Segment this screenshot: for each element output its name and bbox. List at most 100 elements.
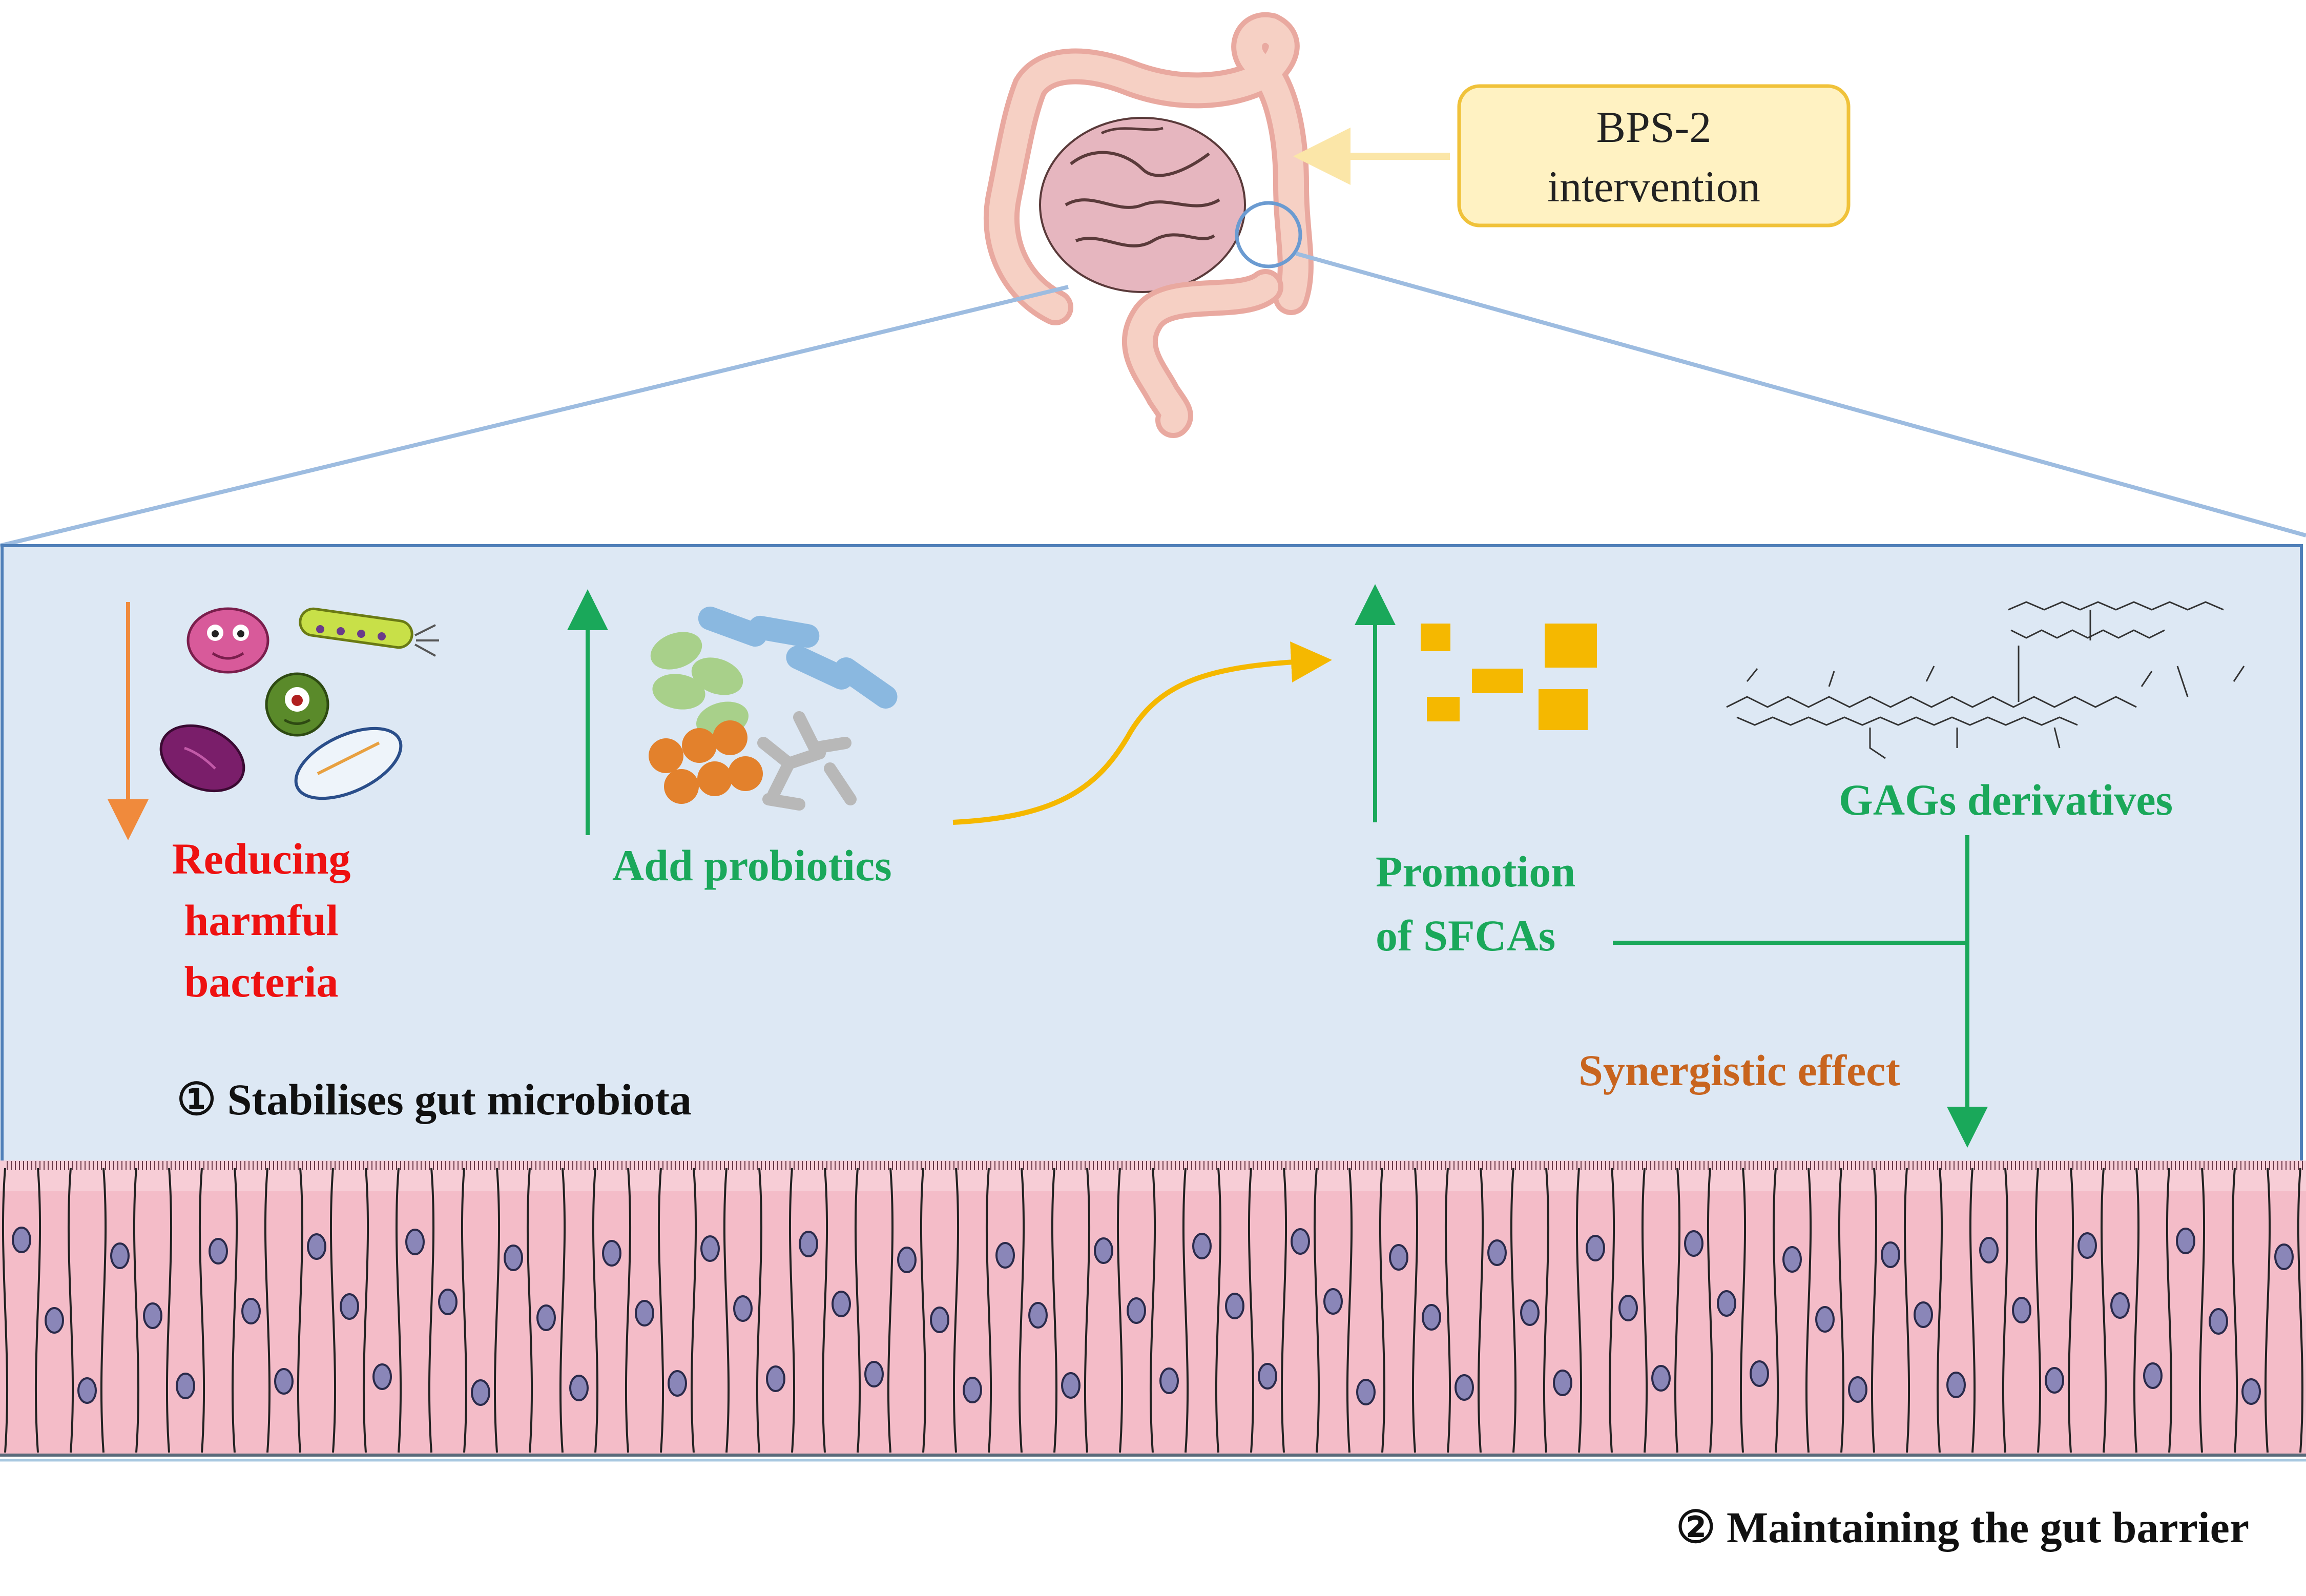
cell-wall	[657, 1168, 664, 1453]
cell-wall	[1575, 1168, 1583, 1453]
microvilli	[236, 1161, 266, 1170]
cell-nucleus	[1422, 1304, 1441, 1331]
cell-nucleus	[1258, 1363, 1277, 1390]
microvilli	[1023, 1161, 1053, 1170]
cell-nucleus	[1487, 1239, 1507, 1266]
microvilli	[2138, 1161, 2168, 1170]
microvilli	[1941, 1161, 1971, 1170]
microvilli	[1581, 1161, 1610, 1170]
cell-nucleus	[1356, 1379, 1376, 1405]
probiotics-label: Add probiotics	[612, 841, 892, 890]
cell-nucleus	[1618, 1295, 1638, 1321]
cell-wall	[887, 1168, 894, 1453]
cell-nucleus	[1815, 1306, 1835, 1333]
microvilli	[531, 1161, 561, 1170]
cell-nucleus	[176, 1373, 195, 1399]
cell-wall	[1280, 1168, 1287, 1453]
cell-wall	[854, 1168, 861, 1453]
cell-nucleus	[143, 1302, 162, 1329]
microvilli	[892, 1161, 922, 1170]
cell-wall	[1116, 1168, 1124, 1453]
microvilli	[859, 1161, 889, 1170]
section-1-title: ① Stabilises gut microbiota	[177, 1075, 692, 1124]
cell-wall	[1871, 1168, 1878, 1453]
scfa-label-line1: Promotion	[1376, 847, 1575, 896]
cell-nucleus	[2143, 1362, 2163, 1389]
cell-nucleus	[12, 1227, 31, 1253]
cell-wall	[1477, 1168, 1484, 1453]
cell-nucleus	[1028, 1302, 1048, 1329]
cell-wall	[34, 1168, 41, 1453]
cell-nucleus	[832, 1291, 851, 1317]
cell-nucleus	[209, 1238, 228, 1265]
microvilli	[990, 1161, 1020, 1170]
cell-nucleus	[864, 1361, 884, 1387]
microvilli	[7, 1161, 36, 1170]
microvilli	[958, 1161, 987, 1170]
microvilli	[1876, 1161, 1905, 1170]
microvilli	[498, 1161, 528, 1170]
cell-wall	[1051, 1168, 1058, 1453]
cell-nucleus	[110, 1242, 130, 1269]
intestine-icon	[983, 12, 1314, 438]
cell-nucleus	[2012, 1297, 2031, 1323]
cell-nucleus	[668, 1370, 687, 1397]
cell-nucleus	[307, 1233, 326, 1260]
cell-nucleus	[635, 1300, 654, 1326]
cell-nucleus	[1094, 1237, 1113, 1264]
microvilli	[1646, 1161, 1676, 1170]
cell-wall	[1149, 1168, 1156, 1453]
cell-nucleus	[1914, 1301, 1933, 1328]
microvilli	[1384, 1161, 1414, 1170]
cell-wall	[526, 1168, 533, 1453]
cell-wall	[428, 1168, 435, 1453]
intervention-box: BPS-2 intervention	[1457, 84, 1851, 227]
cell-nucleus	[1979, 1237, 1999, 1263]
microvilli	[925, 1161, 954, 1170]
microvilli	[695, 1161, 725, 1170]
cell-nucleus	[241, 1298, 261, 1324]
microvilli	[2236, 1161, 2266, 1170]
microvilli	[1515, 1161, 1545, 1170]
cell-wall	[1543, 1168, 1550, 1453]
cell-nucleus	[1127, 1297, 1146, 1324]
cell-wall	[2067, 1168, 2074, 1453]
cell-wall	[1608, 1168, 1615, 1453]
microvilli	[728, 1161, 758, 1170]
cell-nucleus	[897, 1247, 917, 1273]
cell-wall	[1313, 1168, 1320, 1453]
cell-nucleus	[1192, 1233, 1212, 1259]
cell-nucleus	[372, 1363, 392, 1390]
cell-wall	[1084, 1168, 1091, 1453]
cell-nucleus	[1159, 1367, 1179, 1394]
microvilli	[1220, 1161, 1250, 1170]
cell-wall	[165, 1168, 173, 1453]
microvilli	[105, 1161, 135, 1170]
cell-wall	[1674, 1168, 1681, 1453]
cell-nucleus	[995, 1242, 1015, 1269]
microvilli	[1318, 1161, 1348, 1170]
microvilli	[1351, 1161, 1381, 1170]
magnifier-circle	[1235, 201, 1302, 268]
microvilli	[662, 1161, 692, 1170]
cell-wall	[821, 1168, 828, 1453]
cell-nucleus	[1717, 1290, 1736, 1317]
cell-wall	[2264, 1168, 2271, 1453]
gags-label: GAGs derivatives	[1839, 775, 2173, 824]
microvilli	[138, 1161, 168, 1170]
cell-wall	[1182, 1168, 1189, 1453]
cell-nucleus	[1061, 1372, 1081, 1399]
cell-nucleus	[1323, 1288, 1343, 1315]
microvilli	[335, 1161, 364, 1170]
cell-nucleus	[799, 1231, 818, 1257]
cell-nucleus	[1455, 1374, 1474, 1401]
cell-nucleus	[2078, 1232, 2097, 1259]
microvilli	[1253, 1161, 1282, 1170]
microvilli	[2302, 1161, 2306, 1170]
microvilli	[171, 1161, 200, 1170]
cell-wall	[2100, 1168, 2107, 1453]
microvilli	[826, 1161, 856, 1170]
cell-wall	[952, 1168, 960, 1453]
section-2-title: ② Maintaining the gut barrier	[1676, 1503, 2249, 1552]
cell-nucleus	[1651, 1365, 1671, 1392]
